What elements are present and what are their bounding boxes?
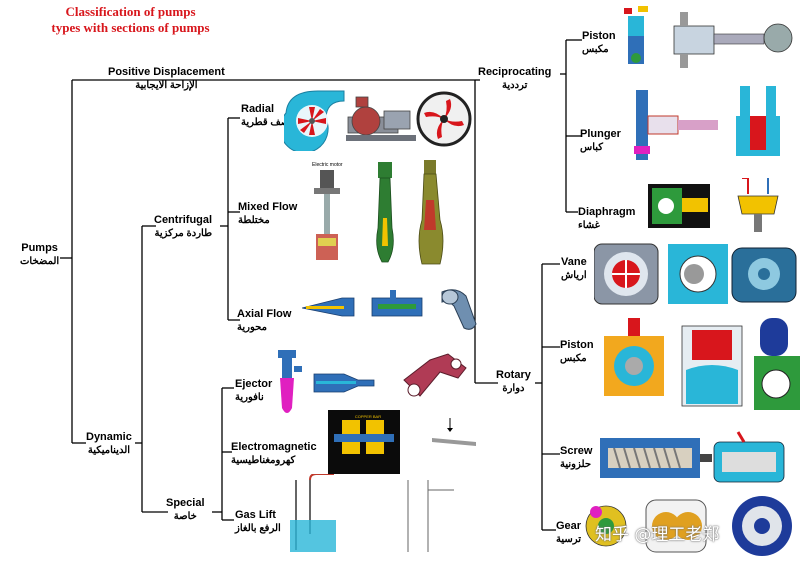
node-vane-ar: ارياش — [561, 270, 587, 281]
svg-text:COPPER BAR: COPPER BAR — [355, 414, 381, 419]
node-plunger: Plunger كباس — [580, 128, 621, 154]
ejector-pump-icons — [278, 350, 467, 413]
node-piston-reciprocating: Piston مكبس — [582, 30, 616, 56]
node-screw-en: Screw — [560, 445, 593, 457]
node-gaslift-en: Gas Lift — [235, 509, 276, 521]
node-diaphragm: Diaphragm غشاء — [578, 206, 635, 232]
node-mixed-flow: Mixed Flow مختلطة — [238, 201, 297, 227]
node-reciprocating-ar: ترددية — [502, 80, 528, 91]
node-reciprocating: Reciprocating ترددية — [478, 66, 551, 92]
node-centrifugal-en: Centrifugal — [154, 214, 213, 226]
node-diaphragm-ar: غشاء — [578, 220, 600, 231]
screw-pump-icons — [600, 431, 785, 483]
node-dynamic-en: Dynamic — [86, 431, 132, 443]
node-special-en: Special — [166, 497, 205, 509]
node-special: Special خاصة — [166, 497, 205, 523]
gas-lift-pump-icons — [290, 474, 454, 552]
node-pumps: Pumps المضخات — [20, 242, 59, 268]
node-positive-displacement: Positive Displacement الإزاحة الايجابية — [108, 66, 225, 92]
node-positive-en: Positive Displacement — [108, 66, 225, 78]
node-centrifugal-ar: طاردة مركزية — [154, 228, 213, 239]
node-axial-en: Axial Flow — [237, 308, 292, 320]
node-centrifugal: Centrifugal طاردة مركزية — [154, 214, 212, 240]
node-piston-recip-ar: مكبس — [582, 44, 609, 55]
node-pumps-ar: المضخات — [20, 256, 60, 267]
node-plunger-ar: كباس — [580, 142, 604, 153]
diaphragm-pump-icons — [648, 178, 779, 232]
node-rotary-en: Rotary — [496, 369, 531, 381]
plunger-pump-icons — [634, 86, 780, 160]
mixed-flow-pump-icons: Electric motor — [312, 160, 444, 265]
node-electromagnetic-en: Electromagnetic — [231, 441, 317, 453]
node-ejector-en: Ejector — [235, 378, 273, 390]
node-piston-recip-en: Piston — [582, 30, 616, 42]
axial-flow-pump-icons — [302, 289, 477, 330]
node-mixed-en: Mixed Flow — [238, 201, 298, 213]
rotary-piston-pump-icons — [604, 318, 800, 410]
node-diaphragm-en: Diaphragm — [578, 206, 636, 218]
node-pumps-en: Pumps — [21, 242, 58, 254]
node-ejector-ar: نافورية — [235, 392, 264, 403]
node-rotary: Rotary دوارة — [496, 369, 531, 395]
node-electromagnetic-ar: كهرومغناطيسية — [231, 455, 296, 466]
node-piston-rot-ar: مكبس — [560, 353, 587, 364]
node-vane: Vane ارياش — [561, 256, 587, 282]
radial-pump-icons — [284, 90, 472, 151]
title-line-2: types with sections of pumps — [51, 20, 210, 35]
node-special-ar: خاصة — [173, 511, 197, 522]
node-dynamic: Dynamic الديناميكية — [86, 431, 132, 457]
node-reciprocating-en: Reciprocating — [478, 66, 552, 78]
node-screw-ar: حلزونية — [560, 459, 592, 470]
node-gaslift-ar: الرفع بالغاز — [235, 523, 281, 534]
node-axial-ar: محورية — [237, 322, 267, 333]
gear-pump-icons — [585, 496, 792, 556]
node-radial-en: Radial — [241, 103, 275, 115]
node-electromagnetic: Electromagnetic كهرومغناطيسية — [231, 441, 317, 467]
node-gear-ar: ترسية — [556, 534, 582, 545]
vane-pump-icons — [594, 243, 797, 305]
node-gear-en: Gear — [556, 520, 582, 532]
node-gear: Gear ترسية — [556, 520, 581, 546]
electromagnetic-pump-icons: COPPER BAR — [328, 410, 476, 474]
node-dynamic-ar: الديناميكية — [87, 445, 131, 456]
node-piston-rot-en: Piston — [560, 339, 594, 351]
node-plunger-en: Plunger — [580, 128, 621, 140]
piston-pump-icons — [624, 6, 793, 68]
node-radial: Radial نصف قطرية — [241, 103, 292, 129]
svg-text:Electric motor: Electric motor — [312, 162, 343, 168]
node-vane-en: Vane — [561, 256, 587, 268]
node-radial-ar: نصف قطرية — [241, 117, 293, 128]
node-ejector: Ejector نافورية — [235, 378, 272, 404]
node-piston-rotary: Piston مكبس — [560, 339, 594, 365]
node-axial-flow: Axial Flow محورية — [237, 308, 291, 334]
watermark: 知乎 @理工老郑 — [595, 525, 720, 545]
diagram-title: Classification of pumps types with secti… — [28, 4, 233, 36]
node-gas-lift: Gas Lift الرفع بالغاز — [235, 509, 281, 535]
node-mixed-ar: مختلطة — [238, 215, 270, 226]
node-screw: Screw حلزونية — [560, 445, 592, 471]
node-rotary-ar: دوارة — [502, 383, 525, 394]
node-positive-ar: الإزاحة الايجابية — [135, 80, 198, 91]
title-line-1: Classification of pumps — [65, 4, 196, 19]
